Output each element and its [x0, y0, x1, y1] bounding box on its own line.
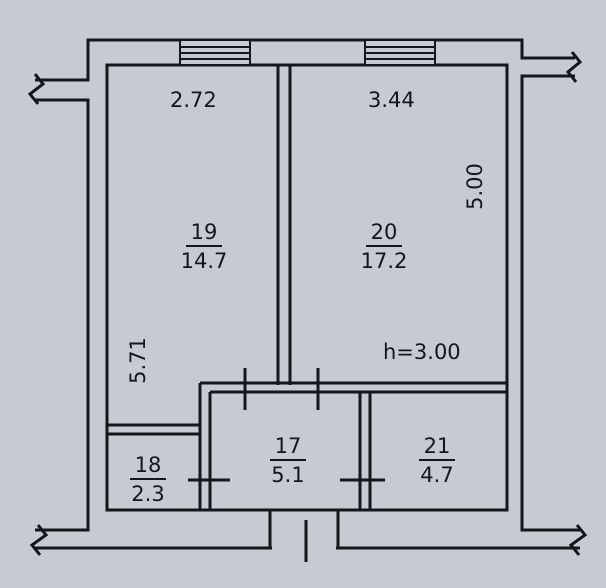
room-17-walls — [198, 383, 372, 510]
room-area: 4.7 — [420, 463, 454, 487]
room-area: 5.1 — [271, 463, 305, 487]
room-number: 21 — [419, 436, 455, 461]
room-number: 19 — [186, 222, 222, 247]
room-18-label: 18 2.3 — [108, 455, 188, 505]
window-left — [179, 39, 251, 66]
partition-19-20 — [276, 65, 292, 385]
break-mark-bottom-right — [568, 524, 588, 556]
room-area: 2.3 — [131, 482, 165, 506]
break-mark-bottom-left — [29, 524, 49, 556]
room-21-label: 21 4.7 — [397, 436, 477, 486]
outer-wall-outer-line — [35, 38, 580, 550]
room-number: 17 — [270, 436, 306, 461]
room-number: 20 — [366, 222, 402, 247]
dimension-room20-width: 3.44 — [368, 88, 415, 112]
room-area: 17.2 — [360, 249, 408, 273]
room-18-top-wall — [107, 423, 200, 436]
ceiling-height: h=3.00 — [383, 340, 461, 364]
room-19-label: 19 14.7 — [164, 222, 244, 272]
room-area: 14.7 — [180, 249, 228, 273]
window-right — [364, 39, 436, 66]
room-number: 18 — [130, 455, 166, 480]
dimension-left-length: 5.71 — [125, 337, 150, 384]
room-17-label: 17 5.1 — [248, 436, 328, 486]
dimension-room19-width: 2.72 — [170, 88, 217, 112]
entrance-door-gap — [272, 528, 336, 550]
break-mark-left — [27, 73, 46, 105]
break-mark-right-top — [565, 51, 583, 83]
room-20-label: 20 17.2 — [344, 222, 424, 272]
dimension-right-length: 5.00 — [462, 163, 487, 210]
